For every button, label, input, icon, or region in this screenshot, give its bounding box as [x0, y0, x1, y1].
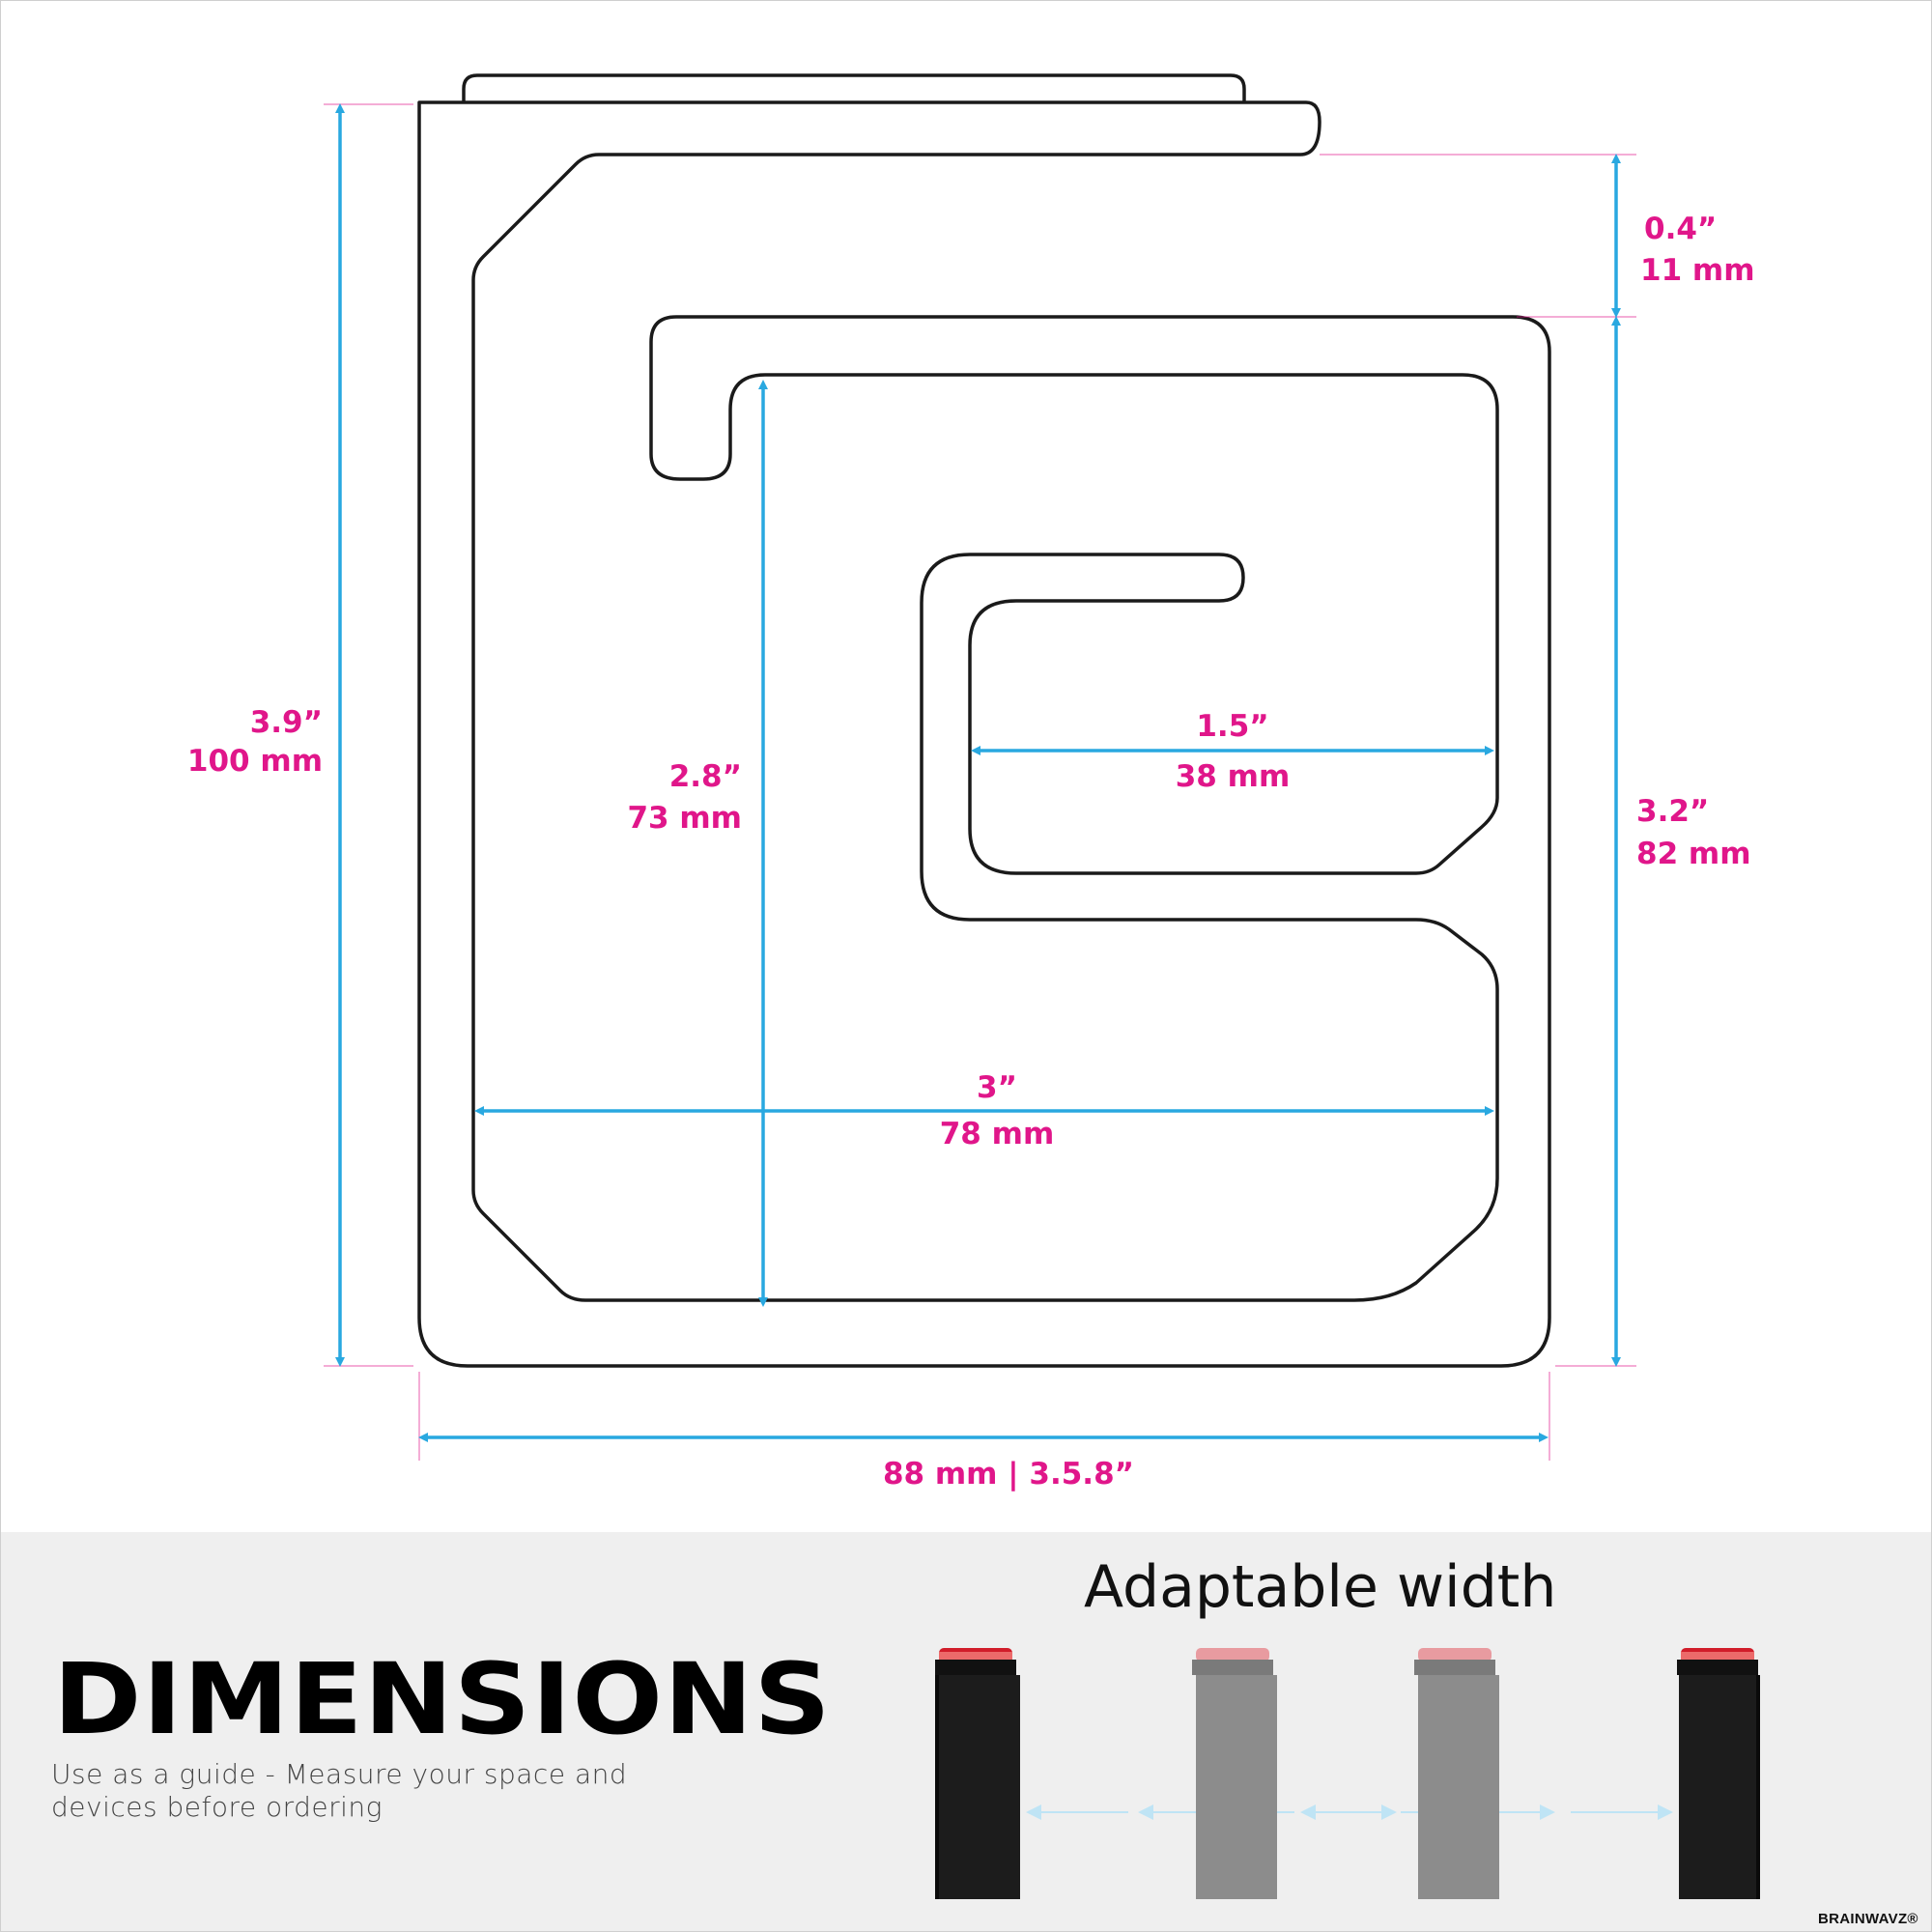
small-width-in-label: 1.5”	[1196, 709, 1268, 744]
device-block-4	[1677, 1648, 1760, 1899]
inner-width-in-label: 3”	[977, 1070, 1017, 1105]
top-gap-mm-label: 11 mm	[1640, 253, 1755, 288]
total-height-in-label: 3.9”	[250, 705, 323, 740]
device-block-3	[1414, 1648, 1499, 1899]
adaptable-width-illustration	[935, 1648, 1760, 1899]
total-height-mm-label: 100 mm	[187, 744, 323, 779]
inner-width-mm-label: 78 mm	[940, 1117, 1055, 1151]
device-block-2	[1192, 1648, 1277, 1899]
dimension-labels: 0.4” 11 mm 3.9” 100 mm 2.8” 73 mm 1.5” 3…	[187, 212, 1755, 1492]
device-block-1	[935, 1648, 1020, 1899]
adaptable-width-title: Adaptable width	[1084, 1553, 1557, 1621]
dimension-arrows	[335, 103, 1621, 1442]
overall-width-label: 88 mm | 3.5.8”	[883, 1457, 1134, 1492]
dimension-diagram: 0.4” 11 mm 3.9” 100 mm 2.8” 73 mm 1.5” 3…	[187, 73, 1755, 1492]
outer-shape	[417, 100, 1551, 1368]
inner-height-in-label: 2.8”	[669, 759, 742, 794]
right-height-in-label: 3.2”	[1636, 794, 1709, 829]
right-height-mm-label: 82 mm	[1636, 837, 1751, 871]
page-title: DIMENSIONS	[53, 1642, 832, 1757]
hanger-outline	[417, 73, 1551, 1368]
top-tab	[462, 73, 1246, 102]
extension-lines	[324, 103, 1636, 1461]
top-gap-in-label: 0.4”	[1644, 212, 1717, 246]
brand-logo: BRAINWAVZ®	[1818, 1911, 1918, 1927]
guide-subtitle: Use as a guide - Measure your space and …	[51, 1758, 628, 1823]
inner-height-mm-label: 73 mm	[627, 801, 742, 836]
small-width-mm-label: 38 mm	[1176, 759, 1291, 794]
